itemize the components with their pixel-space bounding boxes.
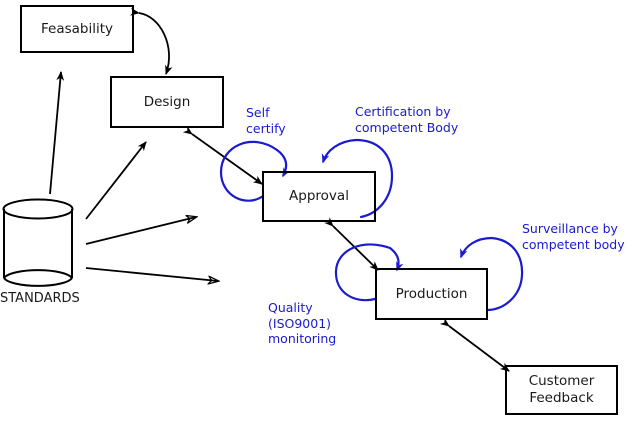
- node-feasability-label: Feasability: [40, 20, 113, 37]
- node-customer-feedback[interactable]: Customer Feedback: [505, 365, 618, 415]
- annotation-surveillance-by-competent-body: Surveillance by competent body: [522, 221, 625, 252]
- node-production-label: Production: [395, 285, 468, 302]
- datastore-standards-shape: [2, 198, 74, 287]
- edge-production-to-customer-feedback: [439, 317, 510, 372]
- edge-standards-to-production: [85, 267, 218, 281]
- annotation-quality-iso9001-monitoring: Quality (ISO9001) monitoring: [268, 300, 337, 346]
- edge-approval-to-production: [324, 217, 379, 271]
- edge-standards-to-design: [85, 141, 147, 220]
- edge-design-to-feasability: [130, 7, 173, 75]
- node-approval[interactable]: Approval: [262, 171, 376, 222]
- annotation-self-certify: Self certify: [246, 105, 286, 136]
- node-feasability[interactable]: Feasability: [20, 5, 134, 53]
- node-approval-label: Approval: [289, 188, 349, 204]
- edge-surveillance-loop: [459, 236, 524, 312]
- annotation-certification-by-competent-body: Certification by competent Body: [355, 104, 459, 135]
- edge-standards-to-approval: [85, 217, 196, 245]
- edge-self-certify-loop: [219, 140, 291, 202]
- node-design-label: Design: [143, 93, 191, 110]
- edge-standards-to-feasability: [49, 71, 65, 195]
- node-customer-feedback-label: Customer Feedback: [528, 373, 595, 406]
- edge-design-to-approval: [182, 125, 263, 185]
- datastore-standards-label: STANDARDS: [0, 291, 80, 306]
- node-design[interactable]: Design: [110, 76, 224, 128]
- node-production[interactable]: Production: [375, 268, 488, 320]
